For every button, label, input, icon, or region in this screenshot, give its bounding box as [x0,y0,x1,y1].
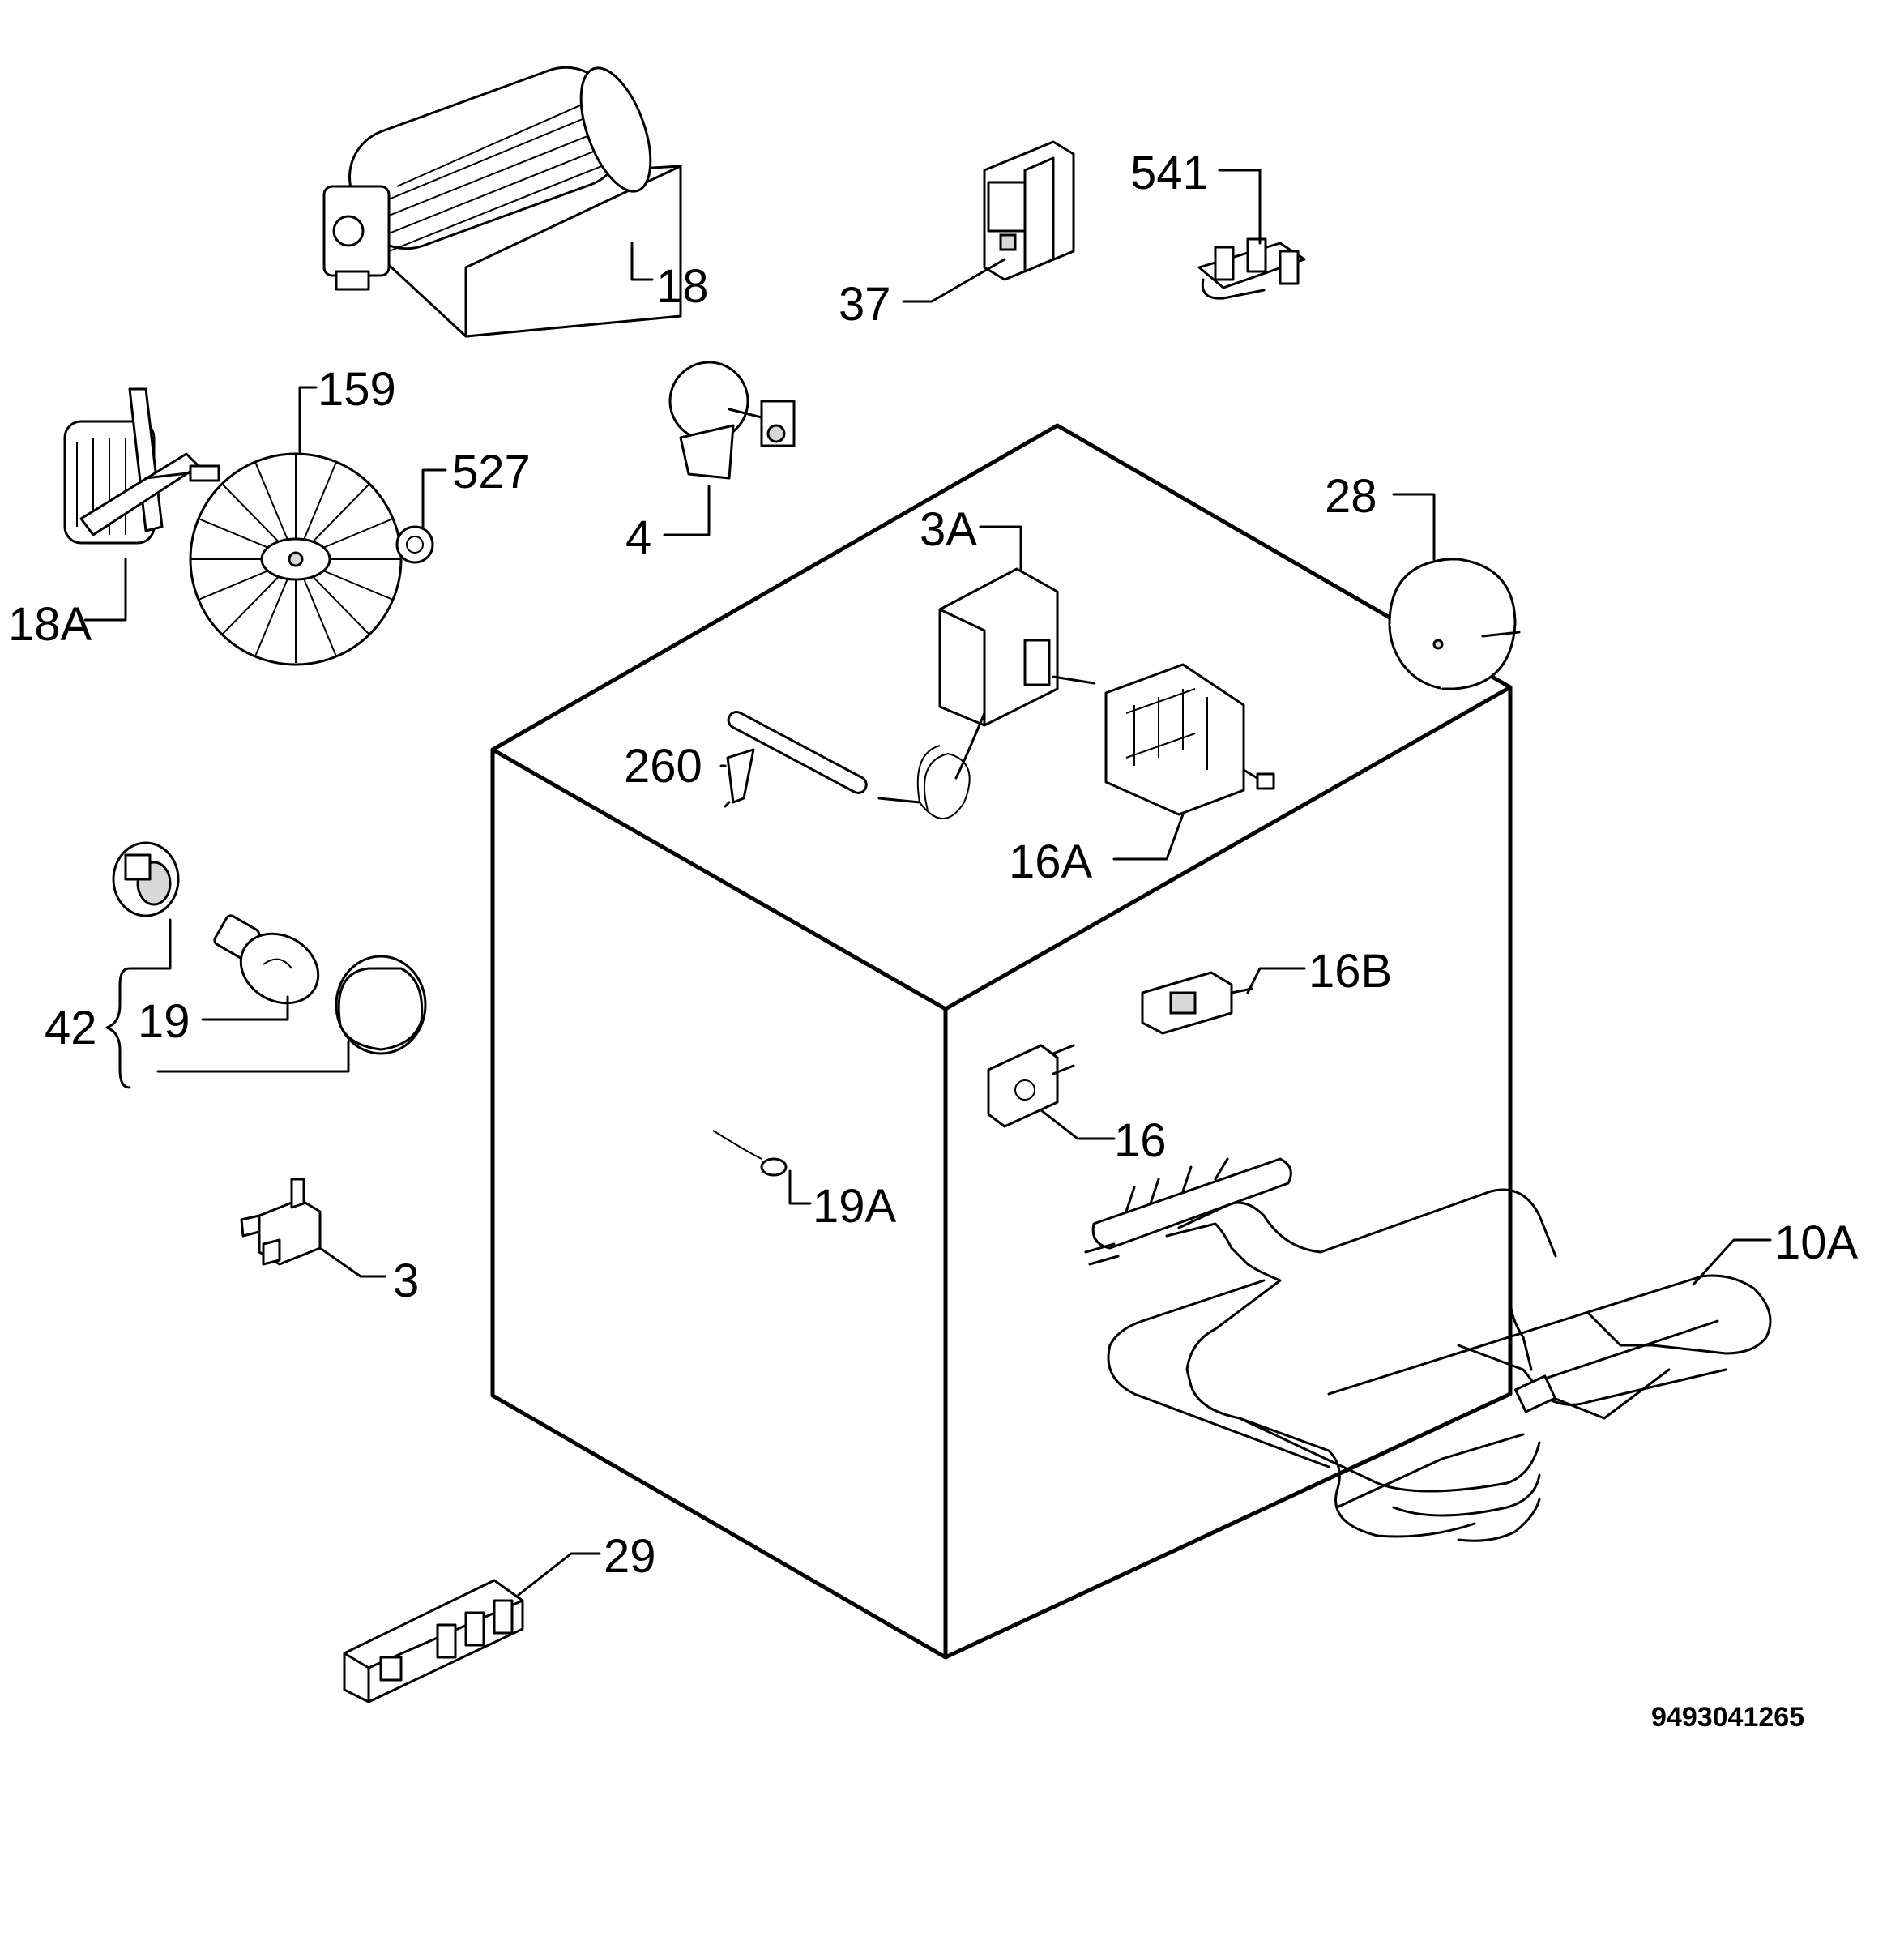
thermostat [727,567,1095,819]
lamp-bulb [213,914,320,1005]
nut-527 [395,525,434,564]
callout-37: 37 [839,278,891,331]
drawing-code: 9493041265 [1651,1702,1804,1733]
callout-541: 541 [1130,147,1209,199]
lamp-holder [112,841,180,917]
fan-motor [63,387,220,545]
callout-527: 527 [452,446,531,498]
callout-16: 16 [1114,1114,1167,1167]
callout-159: 159 [318,363,396,416]
callout-3: 3 [393,1255,419,1307]
tangential-fan [322,66,682,338]
switch-16b [1141,971,1253,1035]
fan-impeller [189,452,403,666]
callout-18: 18 [656,260,709,313]
timer-knob [1388,558,1521,690]
selector-switch [1104,663,1275,816]
switch-37 [983,140,1075,281]
switch-16 [987,1044,1075,1128]
switch-3 [240,1178,322,1266]
ignition-generator [343,1579,524,1703]
grill-element [1084,1157,1772,1542]
callout-42: 42 [45,1002,97,1054]
callout-260: 260 [624,740,702,793]
callout-labels: 18 37 541 159 527 18A 4 3A 28 260 16A 16… [8,147,1859,1733]
lamp-cover [335,955,427,1055]
callout-4: 4 [625,511,651,564]
callout-18a: 18A [8,598,92,651]
callout-28: 28 [1325,470,1377,523]
connector-541 [1197,237,1306,300]
timer-motor [668,361,796,480]
probe-19a [712,1130,788,1177]
callout-19a: 19A [813,1180,897,1233]
callout-16b: 16B [1308,945,1392,998]
callout-29: 29 [604,1530,656,1583]
callout-3a: 3A [920,503,977,556]
callout-16a: 16A [1009,836,1093,888]
oven-cavity-box [490,423,1513,1660]
probe-clip [724,748,755,808]
callout-10a: 10A [1774,1216,1859,1269]
callout-19: 19 [138,995,190,1048]
leader-lines [83,169,1772,1597]
